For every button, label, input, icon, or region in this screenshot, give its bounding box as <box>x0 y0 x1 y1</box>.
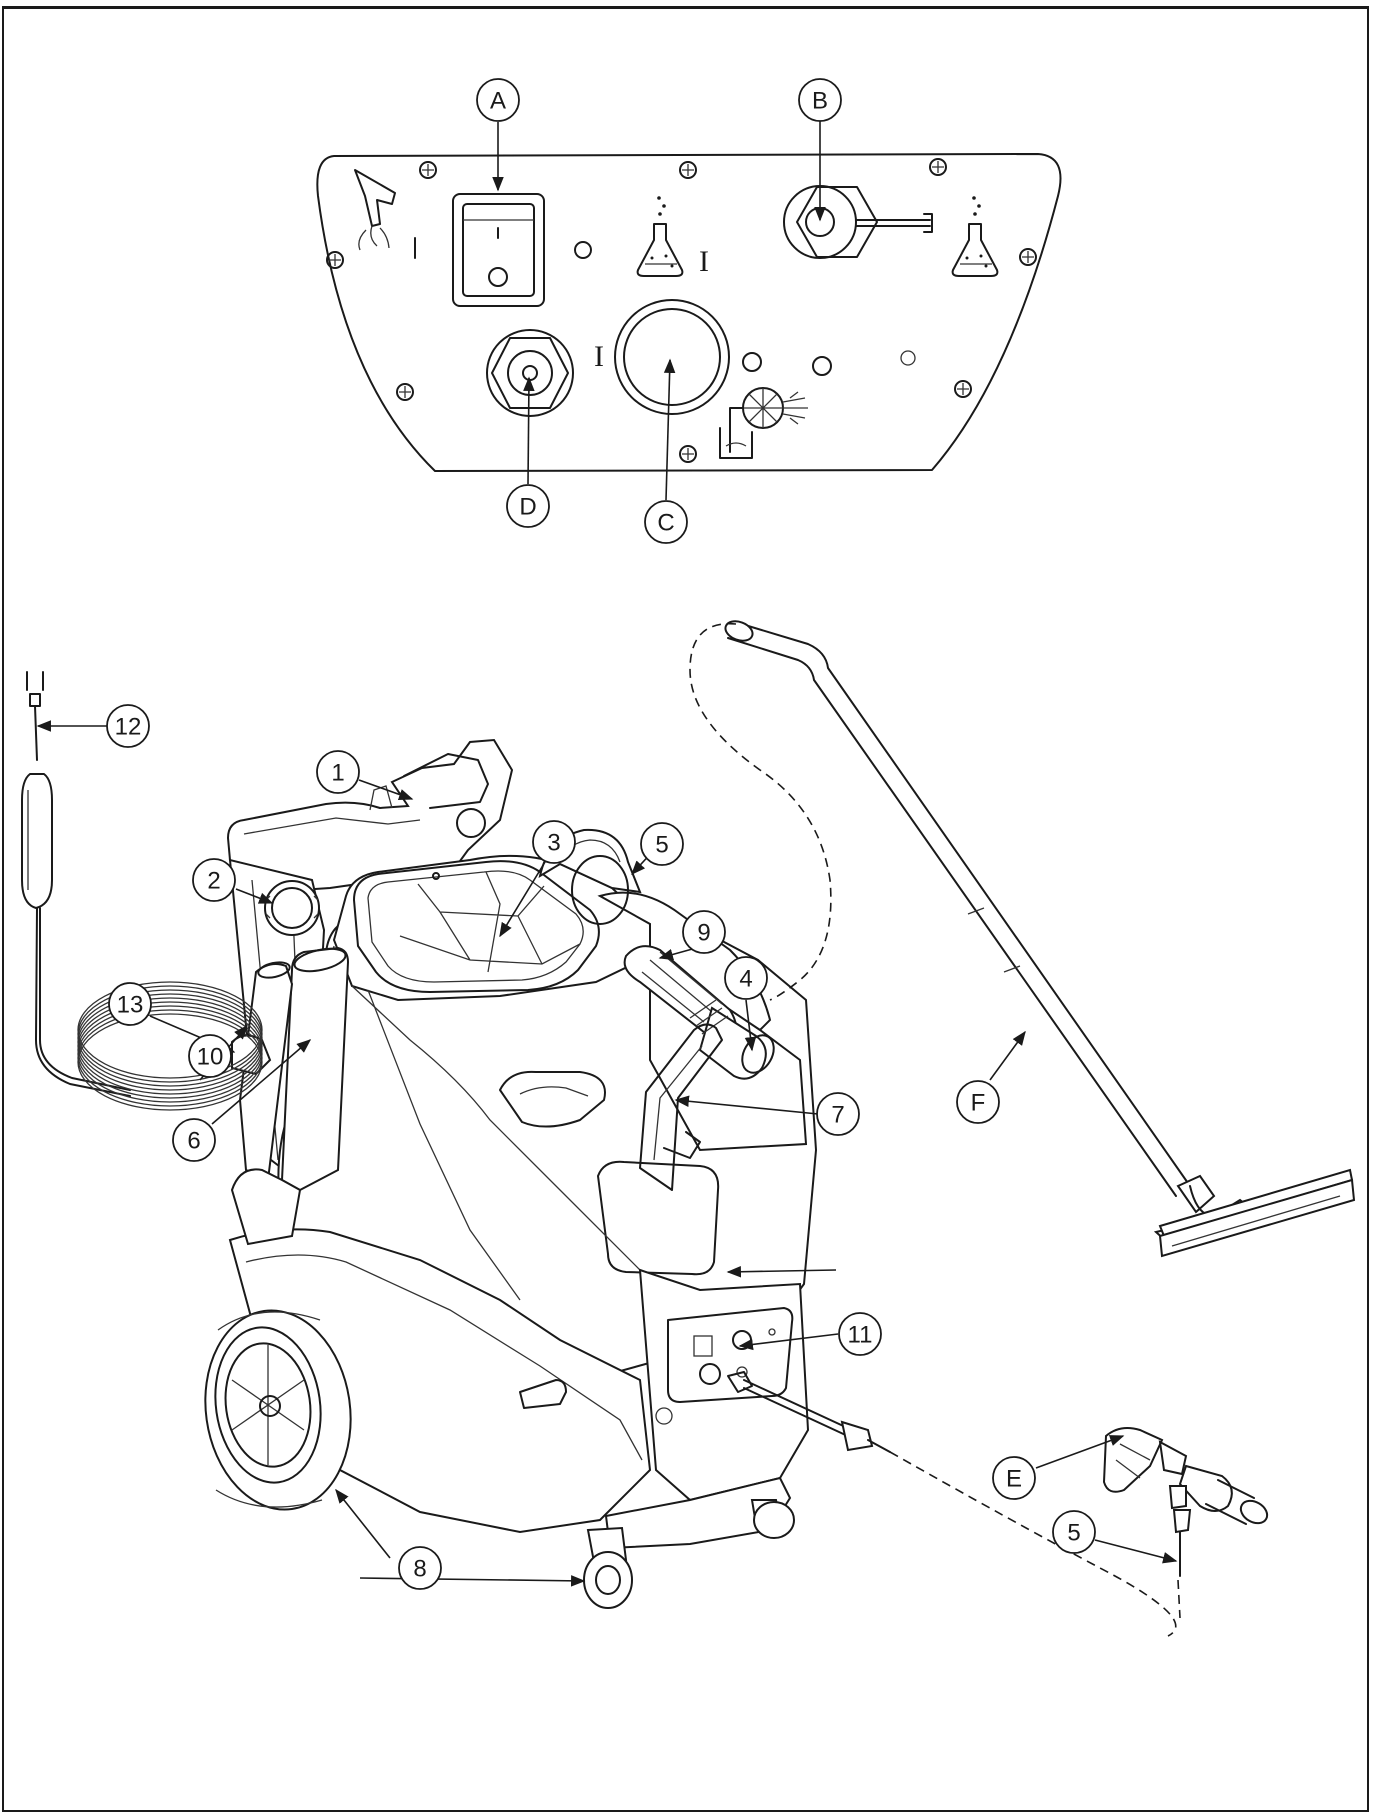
callout-E: E <box>992 1456 1036 1500</box>
svg-text:10: 10 <box>197 1044 224 1071</box>
page-frame <box>2 6 1369 1812</box>
rear-wheel <box>204 1309 352 1511</box>
vacuum-motor-icon <box>719 387 808 459</box>
vacuum-wand <box>724 620 1356 1258</box>
svg-text:7: 7 <box>831 1102 844 1129</box>
handle-hole <box>456 808 486 838</box>
callout-4: 4 <box>724 956 768 1000</box>
vacuum-switch <box>614 299 730 415</box>
svg-text:13: 13 <box>117 992 144 1019</box>
extractor-machine <box>204 738 818 1609</box>
callout-2: 2 <box>192 858 236 902</box>
handle-frame <box>226 738 514 892</box>
svg-text:B: B <box>812 88 828 115</box>
svg-text:11: 11 <box>848 1322 873 1349</box>
svg-text:F: F <box>971 1090 986 1117</box>
solution-quick-disconnect <box>486 329 574 417</box>
callout-5-lower: 5 <box>1052 1510 1096 1554</box>
callout-11: 11 <box>838 1312 882 1356</box>
callout-B: B <box>798 78 842 122</box>
svg-text:5: 5 <box>1067 1520 1080 1547</box>
svg-text:12: 12 <box>115 714 142 741</box>
indicator-light <box>574 241 592 259</box>
chemical-flask-icon-right <box>951 196 999 277</box>
front-caster <box>583 1499 795 1609</box>
svg-text:E: E <box>1006 1466 1022 1493</box>
mini-control-panel <box>667 1307 794 1403</box>
callout-A: A <box>476 78 520 122</box>
callout-3: 3 <box>532 820 576 864</box>
indicator-light-3 <box>812 356 832 376</box>
chemical-fitting <box>783 185 933 259</box>
svg-text:2: 2 <box>207 868 220 895</box>
callout-6: 6 <box>172 1118 216 1162</box>
switch-on-mark: I <box>594 340 604 373</box>
svg-text:9: 9 <box>697 920 710 947</box>
svg-text:4: 4 <box>739 966 752 993</box>
spray-wand <box>1102 1427 1269 1577</box>
svg-text:C: C <box>657 510 674 537</box>
callout-10: 10 <box>188 1034 232 1078</box>
indicator-light-2 <box>742 352 762 372</box>
svg-text:5: 5 <box>655 832 668 859</box>
leader-lines <box>36 120 1178 1587</box>
svg-text:6: 6 <box>187 1128 200 1155</box>
pump-on-mark: I <box>699 245 709 278</box>
power-cord <box>21 671 263 1111</box>
drain-hose <box>280 946 350 1192</box>
cord-coil <box>77 981 263 1111</box>
svg-text:8: 8 <box>413 1556 426 1583</box>
tank-lid <box>353 860 600 993</box>
callout-5-upper: 5 <box>640 822 684 866</box>
chemical-flask-icon <box>636 196 684 277</box>
wand-icon <box>354 169 416 259</box>
svg-text:D: D <box>519 494 536 521</box>
rocker-switch <box>452 193 545 307</box>
callout-13: 13 <box>108 982 152 1026</box>
callout-7: 7 <box>816 1092 860 1136</box>
callout-12: 12 <box>106 704 150 748</box>
panel-screws <box>326 158 1037 463</box>
control-panel: I I <box>316 153 1062 472</box>
svg-text:1: 1 <box>331 760 344 787</box>
svg-text:3: 3 <box>547 830 560 857</box>
panel-hole <box>900 350 916 366</box>
svg-text:A: A <box>490 88 506 115</box>
callout-8-caster: 8 <box>398 1546 442 1590</box>
callout-1: 1 <box>316 750 360 794</box>
vacuum-hose-cuff <box>623 945 775 1080</box>
wand-holster <box>596 1023 723 1276</box>
rear-wheel-far <box>571 855 629 925</box>
rear-foot <box>230 1168 302 1246</box>
cup-holder <box>499 1070 606 1128</box>
fill-cap <box>264 880 320 936</box>
callout-9: 9 <box>682 910 726 954</box>
tank-shoulder <box>597 891 772 1032</box>
callout-F: F <box>956 1080 1000 1124</box>
callout-D: D <box>506 484 550 528</box>
callout-C: C <box>644 500 688 544</box>
solution-hose <box>727 1371 1181 1637</box>
front-panel-housing <box>638 1268 810 1502</box>
